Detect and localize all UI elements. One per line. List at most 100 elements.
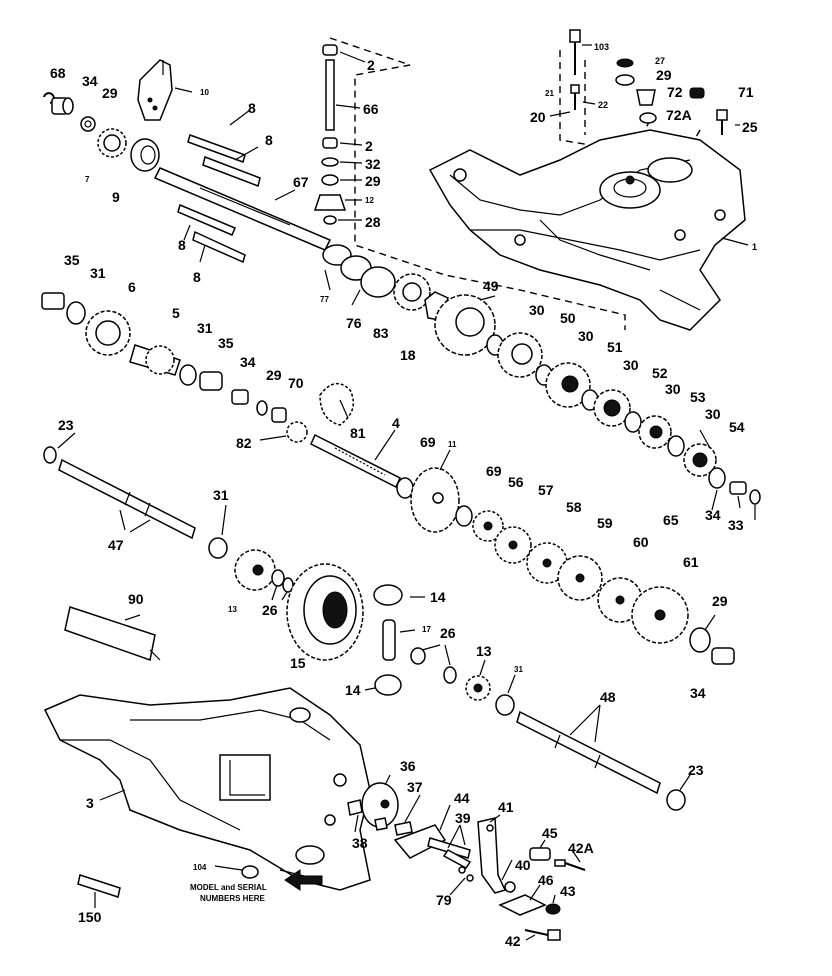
parts-29-34-right: [689, 627, 735, 665]
label-69: 69: [420, 434, 436, 450]
ring-gear-15: [286, 563, 364, 661]
label-57: 57: [538, 482, 554, 498]
label-53: 53: [690, 389, 706, 405]
label-42A: 42A: [568, 840, 594, 856]
label-26-b: 26: [440, 625, 456, 641]
label-13: 13: [228, 605, 237, 614]
axle-48: [516, 710, 686, 811]
bevel-parts-14-17-26-13-31: [373, 584, 515, 716]
label-18: 18: [400, 347, 416, 363]
label-8-c: 8: [178, 237, 186, 253]
label-82: 82: [236, 435, 252, 451]
parts-104-150: [77, 865, 259, 898]
lower-housing-part-3: [43, 687, 371, 891]
label-103: 103: [594, 42, 609, 52]
shaft-67-and-forks-8: [153, 134, 332, 264]
label-12: 12: [365, 196, 374, 205]
label-56: 56: [508, 474, 524, 490]
parts-35-31-6: [41, 292, 131, 356]
model-serial-text: MODEL and SERIAL NUMBERS HERE: [190, 883, 269, 903]
label-42: 42: [505, 933, 521, 949]
label-4: 4: [392, 415, 400, 431]
label-13-b: 13: [476, 643, 492, 659]
label-52: 52: [652, 365, 668, 381]
label-3: 3: [86, 795, 94, 811]
label-15: 15: [290, 655, 306, 671]
label-8-d: 8: [193, 269, 201, 285]
label-23-b: 23: [688, 762, 704, 778]
label-71: 71: [738, 84, 754, 100]
label-41: 41: [498, 799, 514, 815]
label-31-c: 31: [213, 487, 229, 503]
label-26: 26: [262, 602, 278, 618]
label-1: 1: [752, 242, 757, 252]
label-29: 29: [102, 85, 118, 101]
label-29-d: 29: [266, 367, 282, 383]
label-49: 49: [483, 278, 499, 294]
gear-row-49-to-54: [434, 294, 717, 477]
label-31-b: 31: [197, 320, 213, 336]
shaft-66-stack: [313, 44, 347, 225]
parts-65-34-33: [708, 467, 761, 505]
label-31: 31: [90, 265, 106, 281]
label-45: 45: [542, 825, 558, 841]
bolts-103-21-22-20-27-29-72-71-25: [569, 29, 728, 135]
label-10: 10: [200, 88, 209, 97]
label-43: 43: [560, 883, 576, 899]
label-34-b: 34: [240, 354, 256, 370]
label-31-d: 31: [514, 665, 523, 674]
label-30-d: 30: [665, 381, 681, 397]
label-34-c: 34: [705, 507, 721, 523]
label-25: 25: [742, 119, 758, 135]
label-9: 9: [112, 189, 120, 205]
label-30-a: 30: [529, 302, 545, 318]
label-6: 6: [128, 279, 136, 295]
label-5: 5: [172, 305, 180, 321]
label-46: 46: [538, 872, 554, 888]
label-81: 81: [350, 425, 366, 441]
label-61: 61: [683, 554, 699, 570]
label-50: 50: [560, 310, 576, 326]
label-34-d: 34: [690, 685, 706, 701]
label-83: 83: [373, 325, 389, 341]
upper-housing-part-1: [428, 129, 746, 331]
label-29-b: 29: [365, 173, 381, 189]
label-39: 39: [455, 810, 471, 826]
label-30-c: 30: [623, 357, 639, 373]
label-29-e: 29: [712, 593, 728, 609]
shaft-4-and-gear-11: [310, 433, 460, 533]
label-30-b: 30: [578, 328, 594, 344]
label-60: 60: [633, 534, 649, 550]
label-38: 38: [352, 835, 368, 851]
label-8-b: 8: [265, 132, 273, 148]
label-67: 67: [293, 174, 309, 190]
axle-47-and-parts-23-31-13-26: [43, 446, 294, 593]
label-68: 68: [50, 65, 66, 81]
label-77: 77: [320, 295, 329, 304]
label-47: 47: [108, 537, 124, 553]
label-44: 44: [454, 790, 470, 806]
label-20: 20: [530, 109, 546, 125]
label-76: 76: [346, 315, 362, 331]
part-number-labels: 68 34 29 7 9 10 8 8 8 8 67 2 66 2 32 29 …: [50, 42, 758, 949]
label-70: 70: [288, 375, 304, 391]
label-28: 28: [365, 214, 381, 230]
label-150: 150: [78, 909, 102, 925]
gear-row-69-56-61: [455, 505, 689, 644]
label-36: 36: [400, 758, 416, 774]
label-72A: 72A: [666, 107, 692, 123]
label-14-b: 14: [345, 682, 361, 698]
label-104: 104: [193, 863, 207, 872]
label-8-a: 8: [248, 100, 256, 116]
label-54: 54: [729, 419, 745, 435]
label-66: 66: [363, 101, 379, 117]
label-17: 17: [422, 625, 431, 634]
label-7: 7: [85, 175, 90, 184]
parts-68-34-29-7-9: [43, 92, 160, 172]
label-51: 51: [607, 339, 623, 355]
label-65: 65: [663, 512, 679, 528]
label-58: 58: [566, 499, 582, 515]
model-serial-arrow: [284, 869, 323, 891]
label-40: 40: [515, 857, 531, 873]
label-14: 14: [430, 589, 446, 605]
